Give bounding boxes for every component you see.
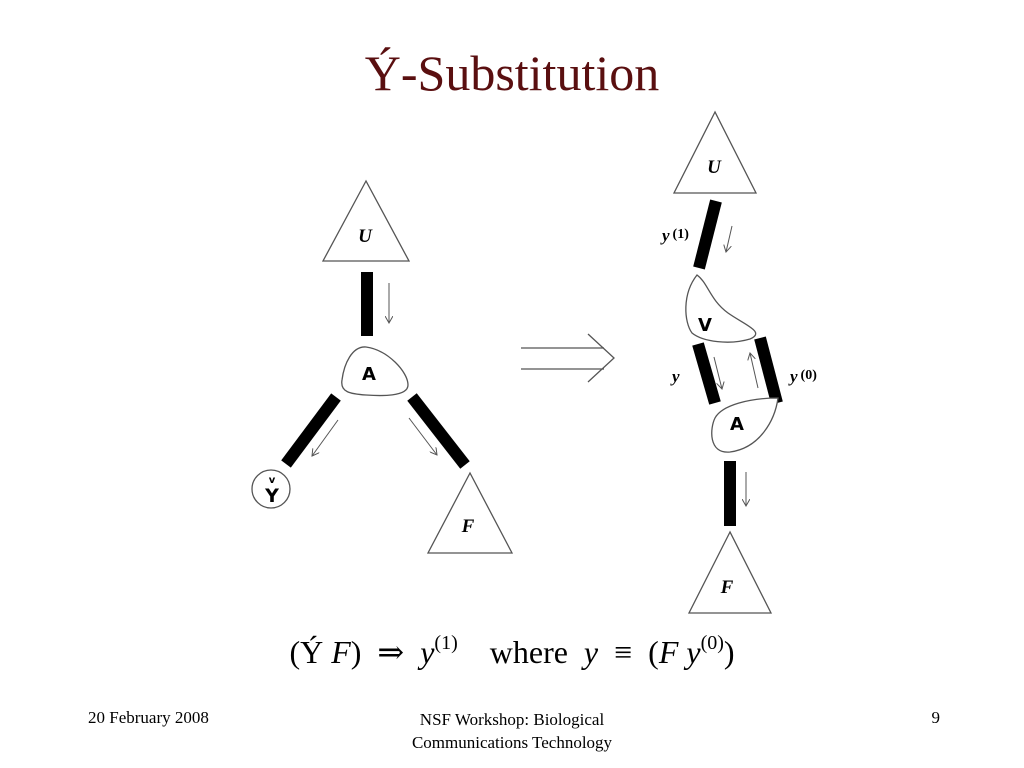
footer-workshop: NSF Workshop: Biological Communications …	[362, 708, 662, 754]
right-v-node-shape	[685, 274, 757, 343]
left-right-node-label: F	[461, 516, 475, 537]
left-lower-left-edge-arrow	[312, 419, 339, 456]
right-top-edge-bar	[693, 199, 722, 270]
footer-date: 20 February 2008	[88, 708, 209, 727]
right-v-node-label: V	[698, 315, 712, 336]
footer-workshop-line1: NSF Workshop: Biological	[419, 710, 605, 729]
left-top-triangle	[321, 179, 411, 262]
implies-arrow	[521, 333, 615, 383]
right-bottom-node-label: F	[720, 577, 734, 598]
right-label-y: y	[670, 367, 680, 386]
left-center-node-label: A	[362, 364, 376, 385]
right-label-y1: y(1)	[660, 226, 689, 245]
substitution-formula: (Ý F) ⇒ y(1) where y ≡ (F y(0))	[289, 632, 735, 670]
footer-workshop-line2: Communications Technology	[411, 733, 613, 752]
right-label-y0: y(0)	[788, 367, 817, 386]
left-leaf-accent: v	[269, 475, 276, 486]
left-lower-right-edge-bar	[407, 393, 470, 469]
footer-page-number: 9	[931, 708, 941, 727]
right-bottom-triangle	[687, 530, 773, 614]
right-y0-edge-bar	[754, 336, 783, 405]
left-lower-left-edge-bar	[281, 393, 341, 468]
right-y-edge-bar	[692, 342, 721, 405]
left-top-edge-bar	[361, 272, 373, 336]
slide-title: Ý-Substitution	[364, 45, 660, 101]
right-a-node-label: A	[730, 414, 744, 435]
left-tree: U A v Y F	[251, 179, 514, 554]
left-right-triangle	[426, 471, 514, 554]
left-leaf-circle	[251, 469, 291, 509]
right-top-edge-arrow	[726, 225, 733, 252]
right-top-triangle	[672, 110, 758, 194]
right-a-node-shape	[711, 397, 779, 453]
right-y-edge-arrow	[713, 356, 722, 389]
right-y0-edge-arrow	[750, 353, 759, 389]
left-leaf-label: Y	[264, 485, 279, 507]
left-lower-right-edge-arrow	[408, 417, 437, 455]
left-top-node-label: U	[358, 226, 373, 247]
right-tree: U y(1) V y y(0) A F	[660, 110, 817, 614]
left-center-node-shape	[341, 346, 409, 397]
right-top-node-label: U	[707, 157, 722, 178]
right-bottom-edge-bar	[724, 461, 736, 526]
